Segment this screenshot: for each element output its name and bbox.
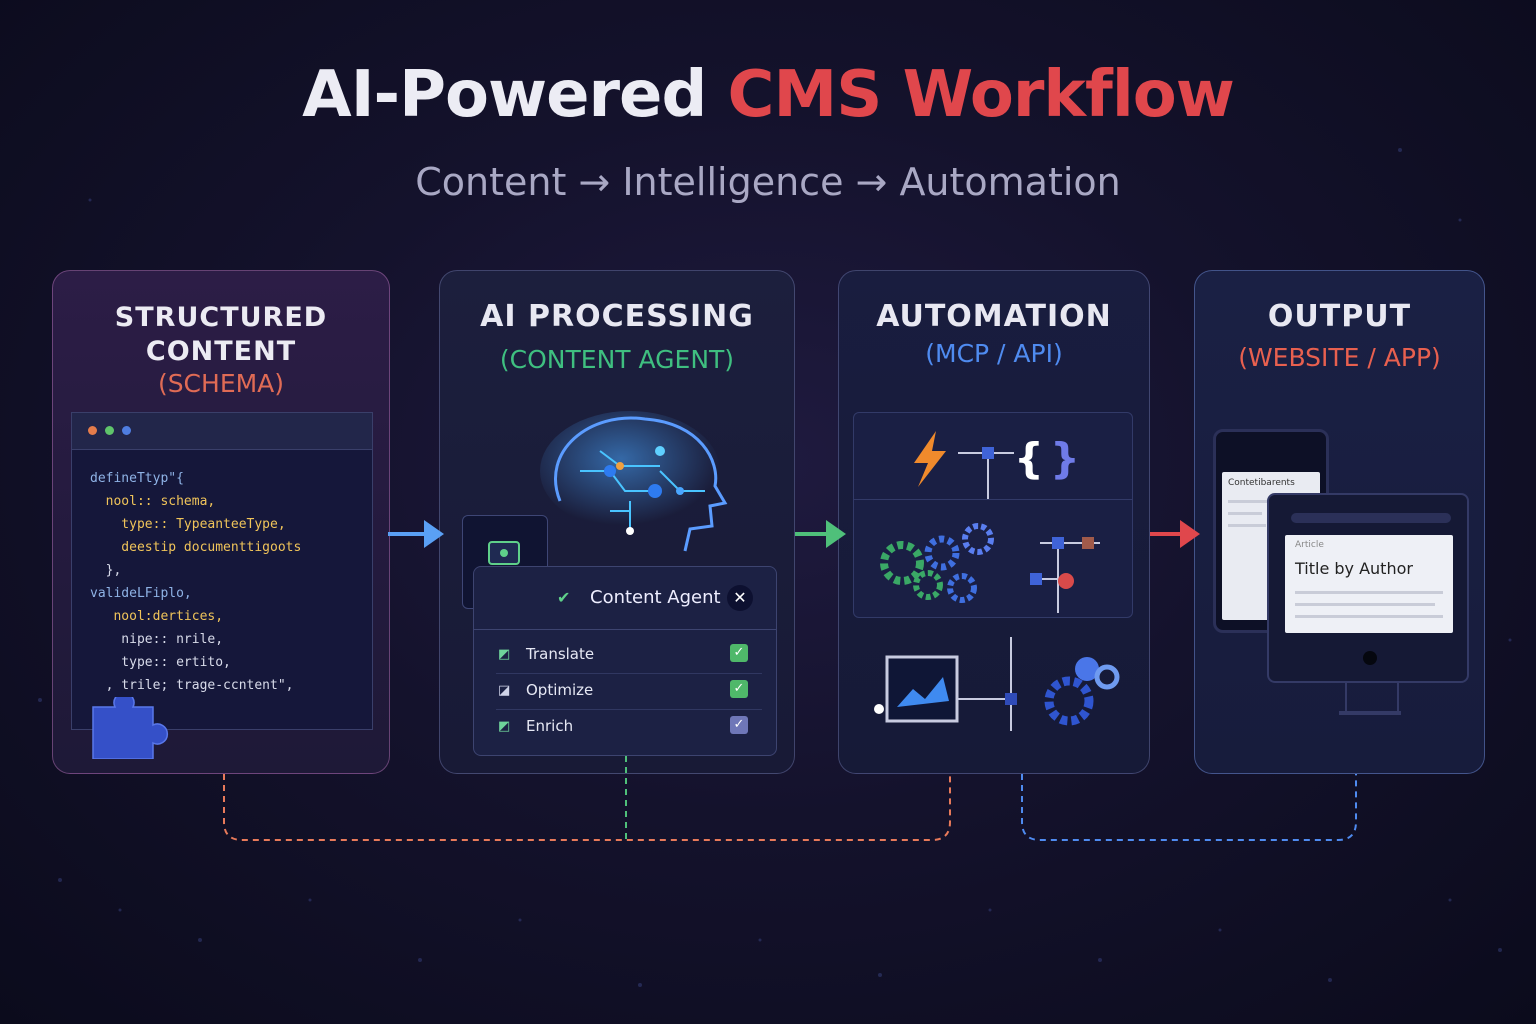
structured-title-line2: CONTENT (145, 336, 297, 367)
agent-card-header: ✔ Content Agent ✕ (474, 567, 776, 630)
window-dot-orange (88, 426, 97, 435)
task-label: Translate (526, 645, 595, 663)
title-part1: AI-Powered (302, 58, 707, 132)
task-label: Optimize (526, 681, 594, 699)
code-window: defineTtyp"{ nool:: schema, type:: Typea… (71, 412, 373, 730)
code-line: nool:: schema, (90, 494, 216, 509)
structured-title-line1: STRUCTURED (114, 302, 328, 333)
ai-title: AI PROCESSING (480, 299, 754, 334)
close-button[interactable]: ✕ (727, 585, 753, 611)
text-line (1228, 512, 1262, 515)
monitor-text: Article (1295, 540, 1324, 550)
text-line (1228, 524, 1266, 527)
output-panel: OUTPUT (WEBSITE / APP) Contetibarents Ar… (1194, 270, 1485, 774)
puzzle-icon (92, 697, 169, 759)
code-line: , trile; trage-ccntent", (90, 678, 294, 693)
code-line: }, (90, 563, 122, 578)
arrow-1 (388, 520, 444, 548)
code-line: defineTtyp"{ (90, 471, 184, 486)
schema-code: defineTtyp"{ nool:: schema, type:: Typea… (90, 467, 301, 697)
ai-processing-panel: AI PROCESSING (CONTENT AGENT) ✔ Content … (439, 270, 795, 774)
integration-box: { } (853, 412, 1133, 618)
code-line: type:: ertito, (90, 655, 231, 670)
svg-text:}: } (1050, 434, 1080, 483)
content-agent-card: ✔ Content Agent ✕ ◩ Translate ✓ ◪ Optimi… (473, 566, 777, 756)
task-checkbox[interactable]: ✓ (730, 680, 748, 698)
box-divider (854, 499, 1132, 500)
code-line: valideLFiplo, (90, 586, 192, 601)
text-line (1295, 603, 1435, 606)
text-line (1295, 591, 1443, 594)
lightning-icon (914, 431, 946, 487)
feedback-loop-orange (223, 774, 951, 841)
code-window-titlebar (72, 413, 372, 450)
camera-dot (1363, 651, 1377, 665)
task-row-optimize[interactable]: ◪ Optimize ✓ (496, 673, 762, 710)
text-line (1295, 615, 1443, 618)
phone-text: Contetibarents (1228, 478, 1295, 488)
structured-subtitle: (SCHEMA) (157, 369, 285, 398)
text-line (1228, 500, 1268, 503)
feedback-loop-blue (1021, 774, 1357, 841)
task-checkbox[interactable]: ✓ (730, 716, 748, 734)
automation-subtitle: (MCP / API) (925, 339, 1063, 368)
gear-icon (1044, 676, 1094, 726)
code-line: nool:dertices, (90, 609, 224, 624)
task-checkbox[interactable]: ✓ (730, 644, 748, 662)
arrow-2 (795, 520, 846, 548)
monitor-screen: Article Title by Author (1285, 535, 1453, 633)
code-line: deestip documenttigoots (90, 540, 302, 555)
enrich-icon: ◩ (498, 719, 511, 734)
gears-icon (880, 523, 994, 603)
monitor-base (1339, 711, 1401, 715)
article-title: Title by Author (1295, 559, 1413, 578)
task-label: Enrich (526, 717, 574, 735)
window-dot-green (105, 426, 114, 435)
task-row-enrich[interactable]: ◩ Enrich ✓ (496, 709, 762, 745)
arrow-3 (1150, 520, 1200, 548)
check-circle-icon: ✔ (557, 588, 571, 607)
monitor-stand (1345, 683, 1399, 713)
window-dot-blue (122, 426, 131, 435)
title-part2: CMS Workflow (727, 58, 1235, 132)
translate-icon: ◩ (498, 647, 511, 662)
braces-icon: { (1014, 434, 1044, 483)
task-row-translate[interactable]: ◩ Translate ✓ (496, 637, 762, 674)
output-subtitle: (WEBSITE / APP) (1238, 343, 1441, 372)
ai-subtitle: (CONTENT AGENT) (499, 345, 735, 374)
monitor-address-bar (1291, 513, 1451, 523)
code-line: type:: TypeanteeType, (90, 517, 286, 532)
monitoring-graphics (874, 637, 1120, 731)
optimize-icon: ◪ (498, 683, 511, 698)
brain-icon (540, 411, 728, 552)
automation-panel: AUTOMATION (MCP / API) { } (838, 270, 1150, 774)
automation-title: AUTOMATION (876, 299, 1112, 334)
code-line: nipe:: nrile, (90, 632, 224, 647)
structured-title: STRUCTURED CONTENT (53, 301, 389, 369)
page-subtitle: Content → Intelligence → Automation (415, 160, 1121, 204)
monitor-icon: Article Title by Author (1267, 493, 1469, 683)
page-title: AI-Powered CMS Workflow (0, 58, 1536, 132)
agent-title: Content Agent (590, 587, 721, 608)
output-title: OUTPUT (1267, 299, 1412, 334)
integration-graphics: { } (880, 431, 1100, 613)
structured-content-panel: STRUCTURED CONTENT (SCHEMA) defineTtyp"{… (52, 270, 390, 774)
